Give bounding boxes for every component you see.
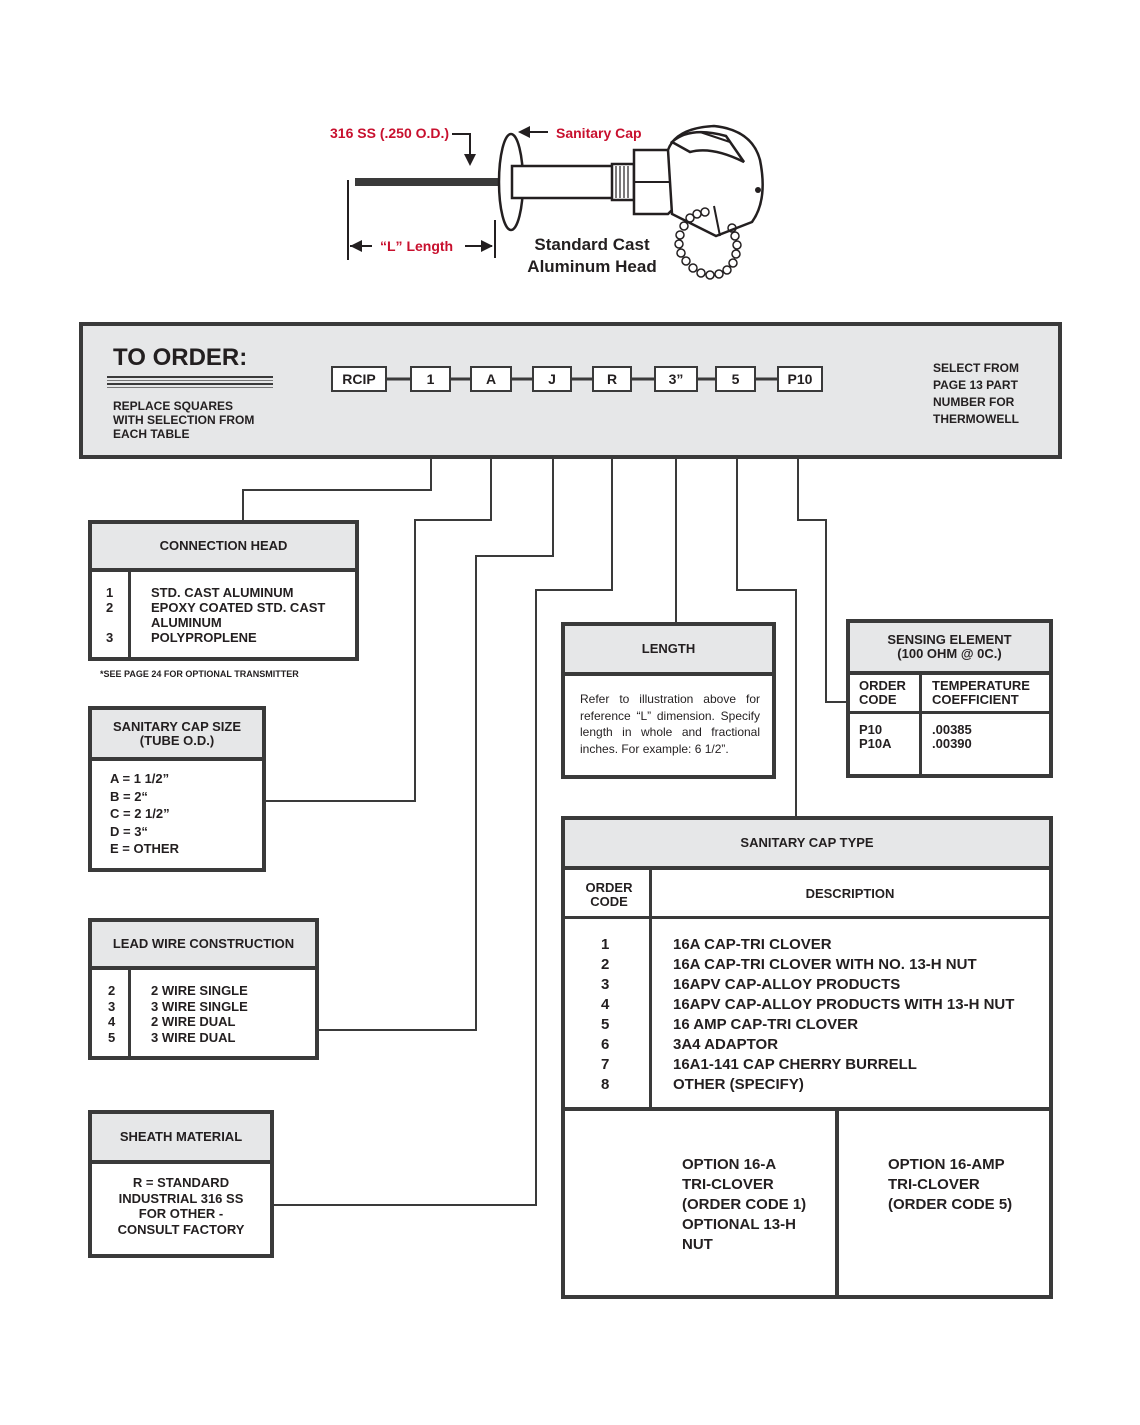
sanitary-cap-label: Sanitary Cap [556, 125, 642, 141]
connection-head-codes: 1 2 3 [106, 585, 114, 645]
connection-head-options: STD. CAST ALUMINUM EPOXY COATED STD. CAS… [151, 585, 326, 645]
code-cap-size[interactable]: A [470, 366, 512, 392]
probe-illustration [347, 124, 764, 280]
code-sheath[interactable]: R [592, 366, 632, 392]
sheath-table: SHEATH MATERIAL R = STANDARD INDUSTRIAL … [88, 1110, 274, 1258]
option-16amp-text: OPTION 16-AMP TRI-CLOVER (ORDER CODE 5) [888, 1156, 1013, 1213]
lead-wire-table: LEAD WIRE CONSTRUCTION 2 3 4 5 2 WIRE SI… [88, 918, 319, 1060]
probe-tube [355, 178, 505, 186]
code-connection-head[interactable]: 1 [410, 366, 451, 392]
sensing-element-table: SENSING ELEMENT (100 OHM @ 0C.) ORDER CO… [846, 619, 1053, 778]
order-code-links [387, 377, 777, 381]
cap-type-col-code: ORDER CODE [585, 880, 633, 909]
code-lead-wire[interactable]: J [532, 366, 572, 392]
cap-type-descriptions: 16A CAP-TRI CLOVER 16A CAP-TRI CLOVER WI… [673, 936, 1015, 1093]
length-description: Refer to illustration above for referenc… [580, 692, 760, 756]
sensing-col-coefficient: TEMPERATURE COEFFICIENT [932, 678, 1030, 707]
sheath-options: R = STANDARD INDUSTRIAL 316 SS FOR OTHER… [117, 1175, 245, 1237]
sensing-element-title: SENSING ELEMENT (100 OHM @ 0C.) [850, 623, 1049, 675]
code-cap-type[interactable]: 5 [715, 366, 756, 392]
select-note: SELECT FROM PAGE 13 PART NUMBER FOR THER… [933, 361, 1019, 426]
code-sensing-element[interactable]: P10 [777, 366, 823, 392]
cap-size-title: SANITARY CAP SIZE (TUBE O.D.) [92, 710, 262, 761]
order-title: TO ORDER: [113, 344, 248, 371]
tube-label: 316 SS (.250 O.D.) [330, 125, 450, 141]
connector-lines [242, 398, 848, 1206]
transmitter-note: *SEE PAGE 24 FOR OPTIONAL TRANSMITTER [100, 669, 299, 679]
option-16a-text: OPTION 16-A TRI-CLOVER (ORDER CODE 1) OP… [682, 1156, 807, 1253]
cap-type-title: SANITARY CAP TYPE [565, 820, 1049, 870]
code-prefix: RCIP [331, 366, 387, 392]
cap-type-col-description: DESCRIPTION [805, 886, 895, 901]
code-length[interactable]: 3” [654, 366, 698, 392]
cap-type-codes: 1 2 3 4 5 6 7 8 [601, 936, 610, 1093]
lead-wire-title: LEAD WIRE CONSTRUCTION [92, 922, 315, 970]
title-underline [107, 376, 273, 388]
sensing-values: .00385 .00390 [932, 722, 972, 751]
connection-head-title: CONNECTION HEAD [92, 524, 355, 572]
length-label: “L” Length [380, 238, 454, 254]
head-label: Standard Cast Aluminum Head [527, 235, 657, 276]
length-table: LENGTH Refer to illustration above for r… [561, 622, 776, 779]
cap-size-options: A = 1 1/2” B = 2“ C = 2 1/2” D = 3“ E = … [110, 771, 179, 856]
length-title: LENGTH [565, 626, 772, 676]
sensing-col-code: ORDER CODE [859, 678, 906, 707]
order-instructions: REPLACE SQUARES WITH SELECTION FROM EACH… [113, 399, 255, 441]
cap-type-table: SANITARY CAP TYPE ORDER CODE DESCRIPTION… [561, 816, 1053, 1299]
lead-wire-codes: 2 3 4 5 [108, 983, 116, 1045]
lead-wire-options: 2 WIRE SINGLE 3 WIRE SINGLE 2 WIRE DUAL … [151, 983, 248, 1045]
sheath-title: SHEATH MATERIAL [92, 1114, 270, 1164]
sensing-codes: P10 P10A [859, 722, 892, 751]
connection-head-table: CONNECTION HEAD 1 2 3 STD. CAST ALUMINUM… [88, 520, 359, 661]
cap-size-table: SANITARY CAP SIZE (TUBE O.D.) A = 1 1/2”… [88, 706, 266, 872]
